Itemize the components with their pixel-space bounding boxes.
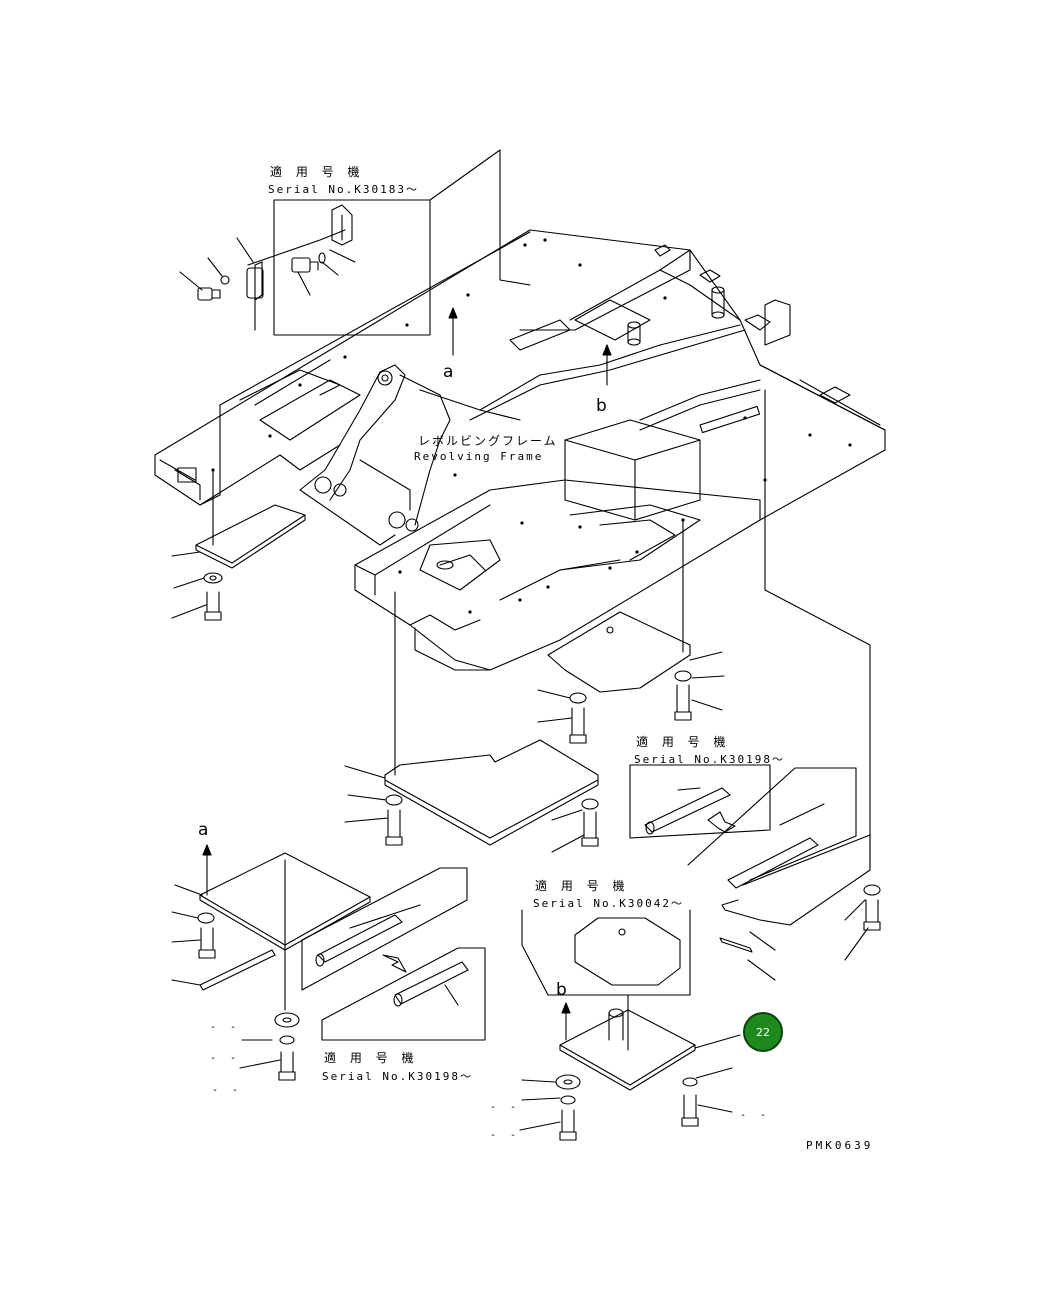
seal-strip-inset-left [301, 867, 486, 1041]
revolving-frame-label-en: Revolving Frame [414, 450, 544, 463]
part-callout-22[interactable]: 22 [743, 1012, 783, 1052]
seal-strip-inset-right [629, 389, 881, 981]
revolving-frame [154, 229, 886, 671]
frame-bolt-holes [211, 238, 852, 614]
serial-label-3: Serial No.K30042～ [533, 897, 684, 910]
serial-label-4: Serial No.K30198～ [322, 1070, 473, 1083]
serial-header-2: 適 用 号 機 [636, 735, 731, 749]
serial-label-1: Serial No.K30183～ [268, 183, 419, 196]
serial-header-1: 適 用 号 機 [270, 165, 365, 179]
part-number-placeholder: - - [490, 1130, 521, 1141]
serial-header-4: 適 用 号 機 [324, 1051, 419, 1065]
part-number-placeholder: - - [210, 1022, 241, 1033]
part-number-placeholder: - - [212, 1085, 243, 1096]
reference-arrows [202, 307, 612, 1041]
ref-label-b-top: b [596, 396, 607, 416]
right-access-plate [537, 519, 725, 744]
serial-header-3: 適 用 号 機 [535, 879, 630, 893]
lower-left-cover [171, 852, 371, 1081]
part-number-placeholder: - - [740, 1110, 771, 1121]
drawing-code: PMK0639 [806, 1139, 874, 1152]
ref-label-b-bottom: b [556, 980, 567, 1000]
serial-label-2: Serial No.K30198～ [634, 753, 785, 766]
part-number-placeholder: - - [210, 1053, 241, 1064]
inset-serial-k30042 [519, 909, 741, 1141]
inset-serial-k30183 [179, 149, 531, 336]
center-under-cover [344, 591, 599, 853]
left-cover-plate [171, 469, 306, 621]
ref-label-a-top: a [443, 362, 454, 382]
revolving-frame-label-jp: レボルビングフレーム [418, 434, 558, 448]
part-number-placeholder: - - [490, 1102, 521, 1113]
ref-label-a-bottom: a [198, 820, 209, 840]
